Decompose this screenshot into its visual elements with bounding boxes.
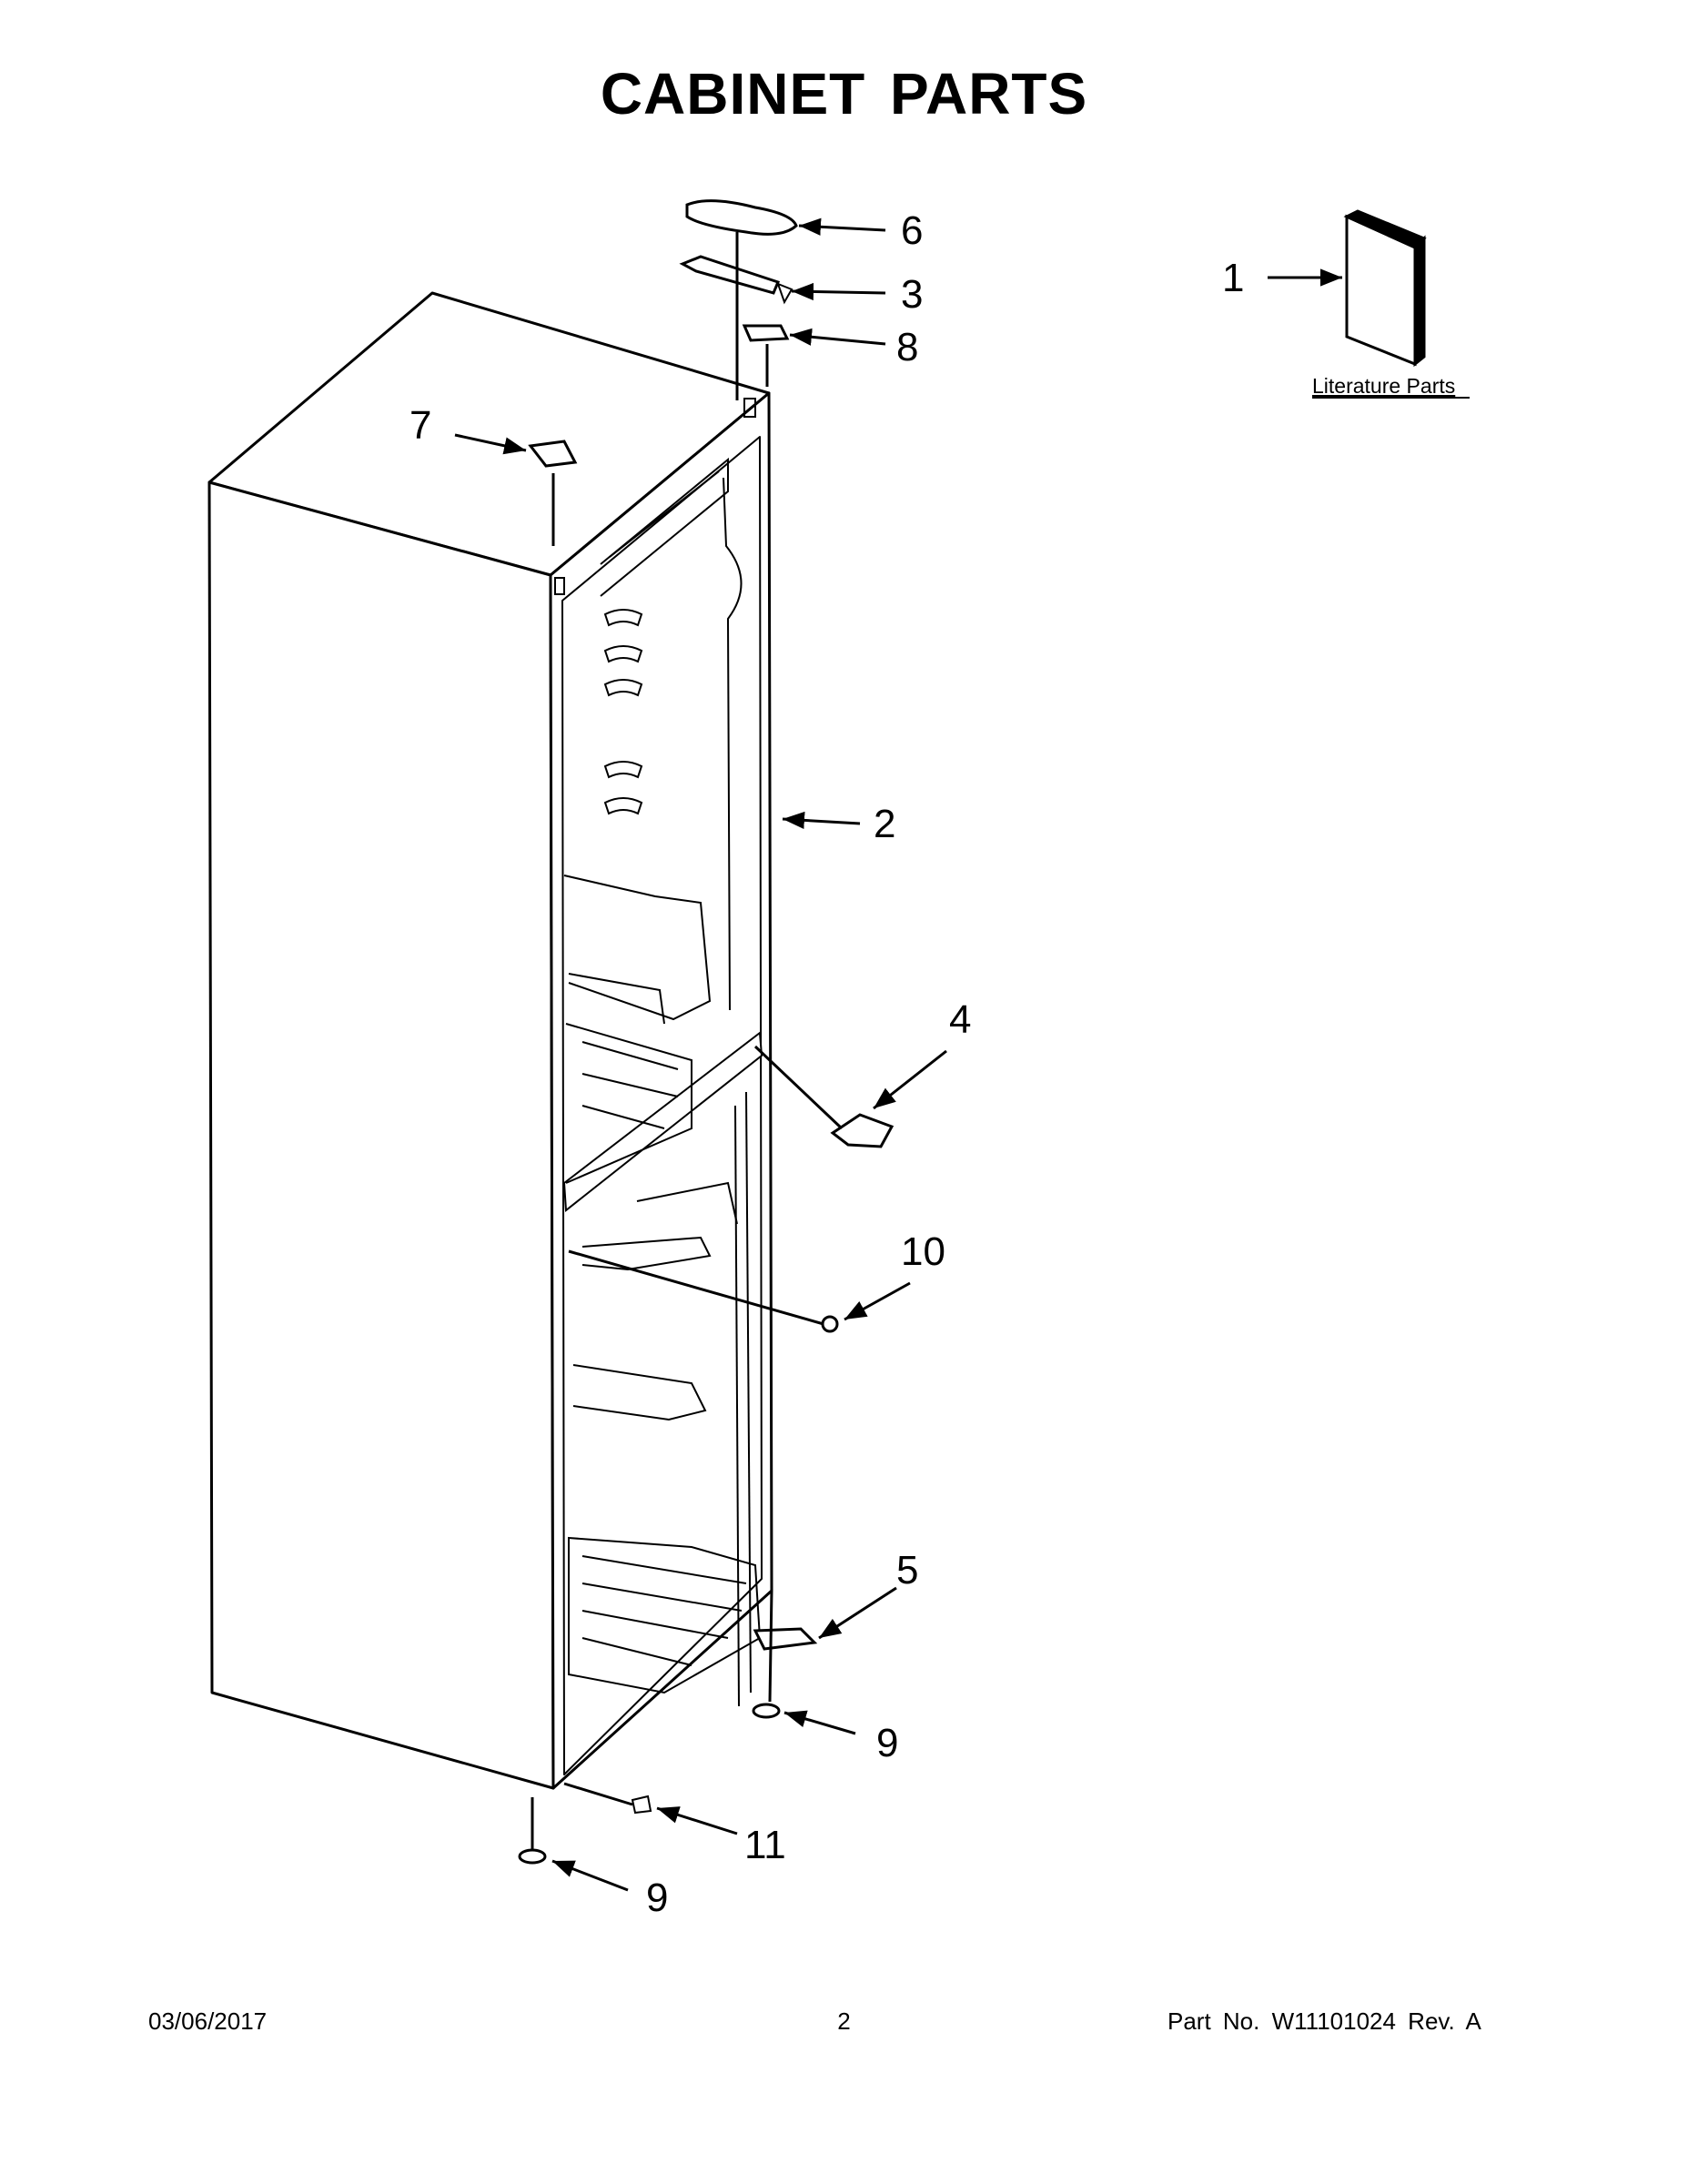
top-hinge	[679, 255, 781, 295]
bottom-hinge	[753, 1627, 818, 1651]
literature-booklet	[1343, 209, 1427, 368]
callout-2: 2	[874, 802, 895, 846]
callout-4: 4	[949, 997, 971, 1042]
hinge-screw	[776, 282, 793, 305]
shelf-support-clips	[603, 609, 643, 815]
crisper-cover	[563, 875, 712, 1021]
callout-3: 3	[901, 272, 923, 317]
callout-7: 7	[409, 403, 431, 448]
hinge-hole-cap-right	[742, 324, 790, 342]
compartment-divider	[562, 1031, 763, 1212]
callout-1: 1	[1222, 256, 1244, 300]
leveling-leg-right	[752, 1703, 781, 1719]
callout-8: 8	[896, 325, 918, 369]
literature-parts-label: Literature Parts	[1312, 374, 1455, 398]
callout-9-left: 9	[646, 1876, 668, 1920]
middle-hinge	[830, 1113, 895, 1148]
cabinet-left-side	[207, 480, 555, 1790]
shelf-pin	[821, 1315, 839, 1333]
refrigerator-cabinet	[207, 291, 773, 1790]
footer-date: 03/06/2017	[148, 2007, 268, 2035]
callout-6: 6	[901, 208, 923, 253]
callout-arrows	[454, 217, 1342, 1892]
callout-9-right: 9	[876, 1721, 898, 1765]
leveling-leg-left	[518, 1848, 547, 1865]
assembly-lines	[531, 232, 844, 1849]
callout-10: 10	[901, 1229, 945, 1274]
hinge-hole-cap-left	[528, 440, 578, 468]
liner-details	[554, 398, 763, 1707]
cabinet-liner-opening	[561, 436, 763, 1775]
toe-grille-screw	[631, 1795, 652, 1815]
callout-labels: 6 3 8 7 1 2 4 10 5 9 11 9	[409, 208, 1244, 1920]
page-title: CABINET PARTS	[600, 61, 1088, 126]
callout-11: 11	[744, 1823, 786, 1867]
callout-5: 5	[896, 1548, 918, 1592]
top-hinge-cover	[685, 199, 798, 236]
footer-part-number: Part No. W11101024 Rev. A	[1167, 2007, 1481, 2035]
footer-page-number: 2	[837, 2007, 851, 2035]
